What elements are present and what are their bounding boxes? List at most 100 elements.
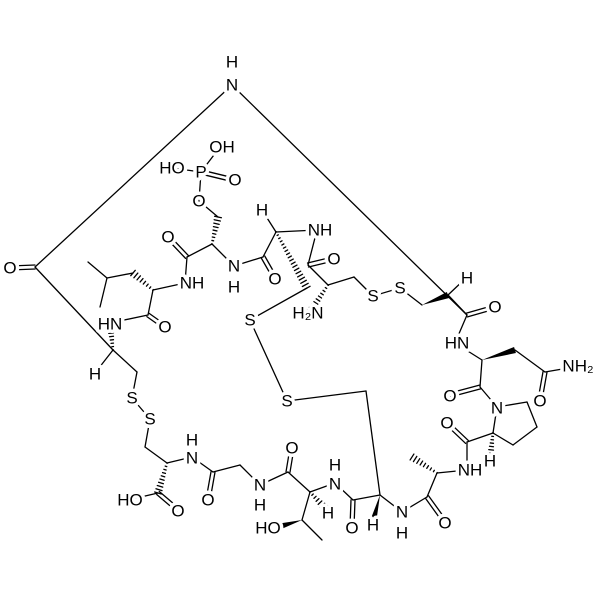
hash-bond	[281, 243, 285, 246]
double-bond	[449, 388, 482, 398]
hash-bond	[211, 236, 216, 239]
hash-bond	[326, 284, 330, 286]
atom-label: O	[268, 270, 281, 289]
atom-label: O	[228, 171, 241, 190]
atom-label: H	[367, 516, 379, 535]
double-bond	[285, 447, 291, 473]
hash-bond	[320, 292, 324, 296]
atom-label: O	[443, 387, 456, 406]
atom-label: NH	[180, 274, 205, 293]
single-bond	[492, 432, 514, 446]
atom-label: NH₂	[562, 357, 593, 376]
single-bond	[198, 171, 202, 202]
hash-bond	[155, 488, 163, 492]
hash-bond	[285, 252, 291, 256]
atom-label: O	[192, 192, 205, 211]
hash-bond	[300, 279, 307, 284]
hash-bond	[310, 303, 318, 309]
hash-bond	[293, 267, 300, 272]
single-bond	[211, 243, 235, 267]
single-bond	[212, 464, 241, 473]
hash-bond	[317, 500, 323, 506]
atom-label: O	[158, 318, 171, 337]
atom-label: N	[329, 475, 341, 494]
atom-label: P	[195, 163, 206, 182]
atom-label: O	[3, 259, 16, 278]
atom-label: O	[285, 439, 298, 458]
single-bond	[99, 277, 108, 308]
double-bond	[9, 268, 36, 271]
single-bond	[144, 418, 151, 448]
atom-label: N	[228, 257, 240, 276]
hash-bond	[295, 270, 302, 275]
double-bond	[205, 470, 212, 501]
single-bond	[287, 471, 311, 493]
atom-label: O	[171, 502, 184, 521]
double-bond	[146, 315, 165, 330]
hash-bond	[429, 467, 433, 471]
atom-label: H	[484, 452, 496, 471]
double-bond	[424, 497, 445, 524]
single-bond	[454, 314, 468, 344]
hash-bond	[432, 469, 435, 473]
hash-bond	[278, 237, 281, 240]
wedge-bond	[277, 520, 302, 531]
double-bond	[199, 173, 235, 183]
hash-bond	[159, 478, 165, 481]
atom-label: O	[201, 491, 214, 510]
hash-bond	[105, 321, 115, 325]
hash-bond	[315, 298, 321, 302]
hash-bond	[301, 282, 309, 288]
single-bond	[131, 397, 151, 420]
single-bond	[198, 200, 219, 218]
atom-label: O	[161, 228, 174, 247]
hash-bond	[142, 280, 147, 285]
hash-bond	[311, 493, 314, 497]
single-bond	[526, 401, 538, 428]
single-bond	[34, 84, 233, 268]
atom-label: O	[438, 514, 451, 533]
atom-label: S	[244, 311, 255, 330]
hash-bond	[409, 453, 415, 461]
atom-label: H	[228, 278, 240, 297]
hash-bond	[422, 462, 427, 468]
double-bond	[148, 312, 167, 327]
hash-bond	[322, 289, 326, 293]
hash-bond	[292, 264, 298, 269]
single-bond	[379, 494, 403, 513]
hash-bond	[315, 497, 320, 503]
hash-bond	[213, 215, 223, 219]
hash-bond	[107, 328, 115, 331]
single-bond	[365, 390, 381, 496]
hash-bond	[212, 232, 217, 235]
atom-label: N	[491, 399, 503, 418]
hash-bond	[306, 309, 314, 315]
double-bond	[165, 237, 187, 260]
single-bond	[447, 294, 468, 316]
atom-label: O	[488, 298, 501, 317]
single-bond	[147, 289, 154, 316]
double-bond	[200, 169, 236, 179]
double-bond	[349, 499, 352, 528]
single-bond	[231, 84, 468, 316]
single-bond	[112, 349, 138, 373]
hash-bond	[290, 261, 296, 265]
single-bond	[275, 229, 318, 233]
atom-label: S	[126, 389, 137, 408]
atom-label: S	[281, 392, 292, 411]
single-bond	[514, 349, 546, 373]
single-bond	[401, 496, 428, 513]
single-bond	[479, 359, 483, 388]
double-bond	[156, 493, 178, 513]
hash-bond	[419, 460, 424, 466]
hash-bond	[487, 452, 495, 455]
hash-bond	[485, 458, 495, 462]
single-bond	[94, 349, 114, 374]
single-bond	[301, 491, 311, 521]
hash-bond	[313, 495, 317, 500]
hash-bond	[426, 464, 430, 470]
single-bond	[262, 231, 277, 258]
atom-label: S	[144, 410, 155, 429]
single-bond	[249, 287, 308, 321]
